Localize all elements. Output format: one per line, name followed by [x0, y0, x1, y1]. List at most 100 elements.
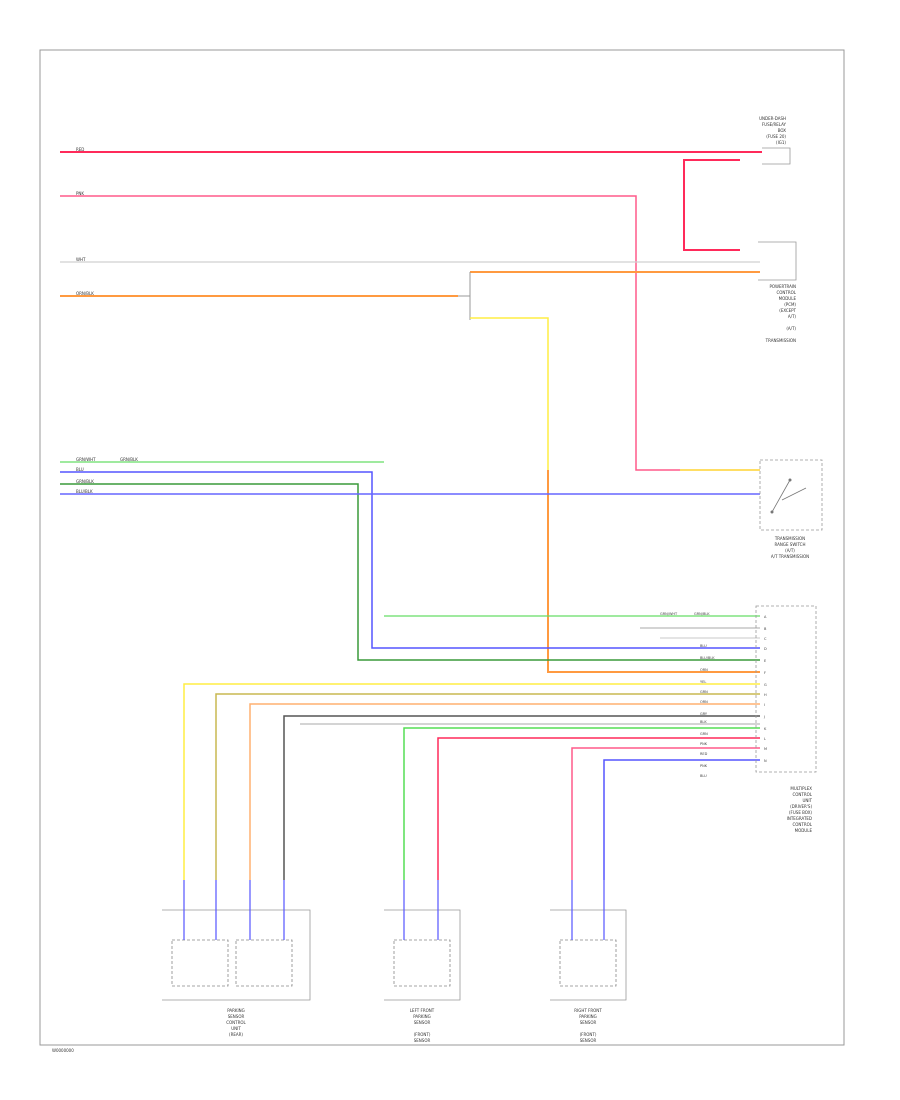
left-label-green-2: GRN/BLK [76, 479, 94, 484]
wire-orange-down [547, 470, 760, 673]
wire-yellow-s1 [183, 683, 760, 880]
switch-label-2: RANGE SWITCH [775, 542, 806, 547]
fuse-box-label-5: (IG1) [776, 140, 786, 145]
module-label-8: MODULE [795, 828, 813, 833]
mod-wire-label-2: GRN/BLK [694, 612, 710, 616]
pcm-label-4: (PCM) [784, 302, 796, 307]
module-label-1: MULTIPLEX [790, 786, 812, 791]
pcm-label-6: A/T) [788, 314, 797, 319]
left-label-white: WHT [76, 257, 86, 262]
module-pin-h: H [764, 693, 767, 697]
fuse-box-label-3: BOX [778, 128, 787, 133]
module-label-6: INTEGRATED [787, 816, 812, 821]
module-pin-g: G [764, 683, 767, 687]
module-pin-f: F [764, 671, 766, 675]
wire-blue-1 [60, 471, 760, 649]
module-pin-d: D [764, 647, 767, 651]
pcm-label-7: (A/T) [786, 326, 796, 331]
left-label-blue-2: BLU/BLK [76, 489, 93, 494]
mod-wire-label-15: BLU [700, 774, 707, 778]
pcm-label-3: MODULE [779, 296, 797, 301]
module-pin-j: J [763, 715, 765, 719]
module-pin-e: E [764, 659, 766, 663]
module-pin-i: I [764, 703, 765, 707]
fuse-box-label-1: UNDER-DASH [759, 116, 786, 121]
sensor1-label-3: CONTROL [226, 1020, 246, 1025]
wire-green-s2 [403, 727, 760, 880]
module-pin-b: B [764, 627, 767, 631]
wire-yellow-splice [470, 317, 549, 470]
wire-orange-s1 [249, 703, 760, 880]
mod-wire-label-13: RED [700, 752, 708, 756]
wire-olive-s1 [215, 693, 760, 880]
mod-wire-label-11: GRN [700, 732, 708, 736]
switch-label-4: A/T TRANSMISSION [771, 554, 809, 559]
sensor2-label-3: SENSOR [414, 1020, 431, 1025]
mod-wire-label-1: GRN/WHT [660, 612, 678, 616]
range-switch-component: TRANSMISSION RANGE SWITCH (A/T) A/T TRAN… [759, 459, 823, 559]
mod-wire-label-7: GRN [700, 690, 708, 694]
sensor2-label-5: SENSOR [414, 1038, 431, 1043]
pcm-label-5: (EXCEPT [779, 308, 796, 313]
wire-black-s1 [283, 715, 760, 880]
pcm-label-2: CONTROL [776, 290, 796, 295]
module-pin-a: A [764, 615, 767, 619]
diagram-frame [39, 49, 845, 1046]
mod-wire-label-4: BLU/BLK [700, 656, 715, 660]
mod-wire-label-9: GRY [700, 712, 708, 716]
sensor1-label-2: SENSOR [228, 1014, 245, 1019]
sensor1-label-5: (REAR) [229, 1032, 243, 1037]
module-pin-c: C [764, 637, 767, 641]
footer-code: W0000000 [52, 1048, 74, 1053]
sensor-group-3: RIGHT FRONT PARKING SENSOR (FRONT) SENSO… [550, 880, 627, 1043]
sensor2-label-1: LEFT FRONT [410, 1008, 435, 1013]
left-label-green-1: GRN/WHT [76, 457, 96, 462]
sensor1-label-4: UNIT [231, 1026, 241, 1031]
switch-label-1: TRANSMISSION [774, 536, 805, 541]
sensor2-label-2: PARKING [413, 1014, 431, 1019]
module-pin-l: L [764, 737, 766, 741]
module-label-7: CONTROL [792, 822, 812, 827]
wire-pink [60, 195, 760, 471]
fuse-box-label-4: (FUSE 20) [766, 134, 786, 139]
left-label-blue-1: BLU [76, 467, 84, 472]
fuse-box-component: UNDER-DASH FUSE/RELAY BOX (FUSE 20) (IG1… [759, 116, 791, 165]
module-label-2: CONTROL [792, 792, 812, 797]
mod-wire-label-3: BLU [700, 644, 707, 648]
mod-wire-label-14: PNK [700, 764, 708, 768]
module-pin-n: N [764, 759, 767, 763]
wire-blue-s3 [603, 759, 760, 880]
sensor3-label-5: SENSOR [580, 1038, 597, 1043]
left-label-red: RED [76, 147, 84, 152]
pcm-component: POWERTRAIN CONTROL MODULE (PCM) (EXCEPT … [758, 241, 797, 343]
sensor3-label-3: SENSOR [580, 1020, 597, 1025]
wire-pink-s3 [571, 747, 760, 880]
sensor2-label-4: (FRONT) [414, 1032, 431, 1037]
mod-wire-label-6: YEL [700, 680, 706, 684]
sensor1-label-1: PARKING [227, 1008, 245, 1013]
pcm-label-1: POWERTRAIN [770, 284, 797, 289]
mod-wire-label-8: ORN [700, 700, 708, 704]
sensor-group-1: PARKING SENSOR CONTROL UNIT (REAR) [162, 880, 311, 1037]
module-pin-m: M [764, 747, 767, 751]
module-label-3: UNIT [802, 798, 812, 803]
mod-wire-label-5: ORN [700, 668, 708, 672]
splice-junction [458, 272, 471, 320]
wire-red-branch [683, 159, 740, 251]
left-label-green-1b: GRN/BLK [120, 457, 138, 462]
main-module-component: MULTIPLEX CONTROL UNIT (DRIVER'S) (FUSE … [755, 605, 817, 833]
mod-wire-label-10: BLK [700, 720, 707, 724]
sensor3-label-1: RIGHT FRONT [574, 1008, 602, 1013]
left-wire-labels: RED PNK WHT ORN/BLK GRN/WHT GRN/BLK BLU … [76, 147, 138, 494]
sensor3-label-2: PARKING [579, 1014, 597, 1019]
sensor3-label-4: (FRONT) [580, 1032, 597, 1037]
pcm-label-8: TRANSMISSION [765, 338, 796, 343]
wire-red-s2 [437, 737, 760, 880]
left-label-pink: PNK [76, 191, 84, 196]
module-label-4: (DRIVER'S) [790, 804, 812, 809]
left-label-orange: ORN/BLK [76, 291, 94, 296]
fuse-box-label-2: FUSE/RELAY [762, 122, 787, 127]
module-label-5: (FUSE BOX) [789, 810, 812, 815]
mod-wire-label-12: PNK [700, 742, 708, 746]
